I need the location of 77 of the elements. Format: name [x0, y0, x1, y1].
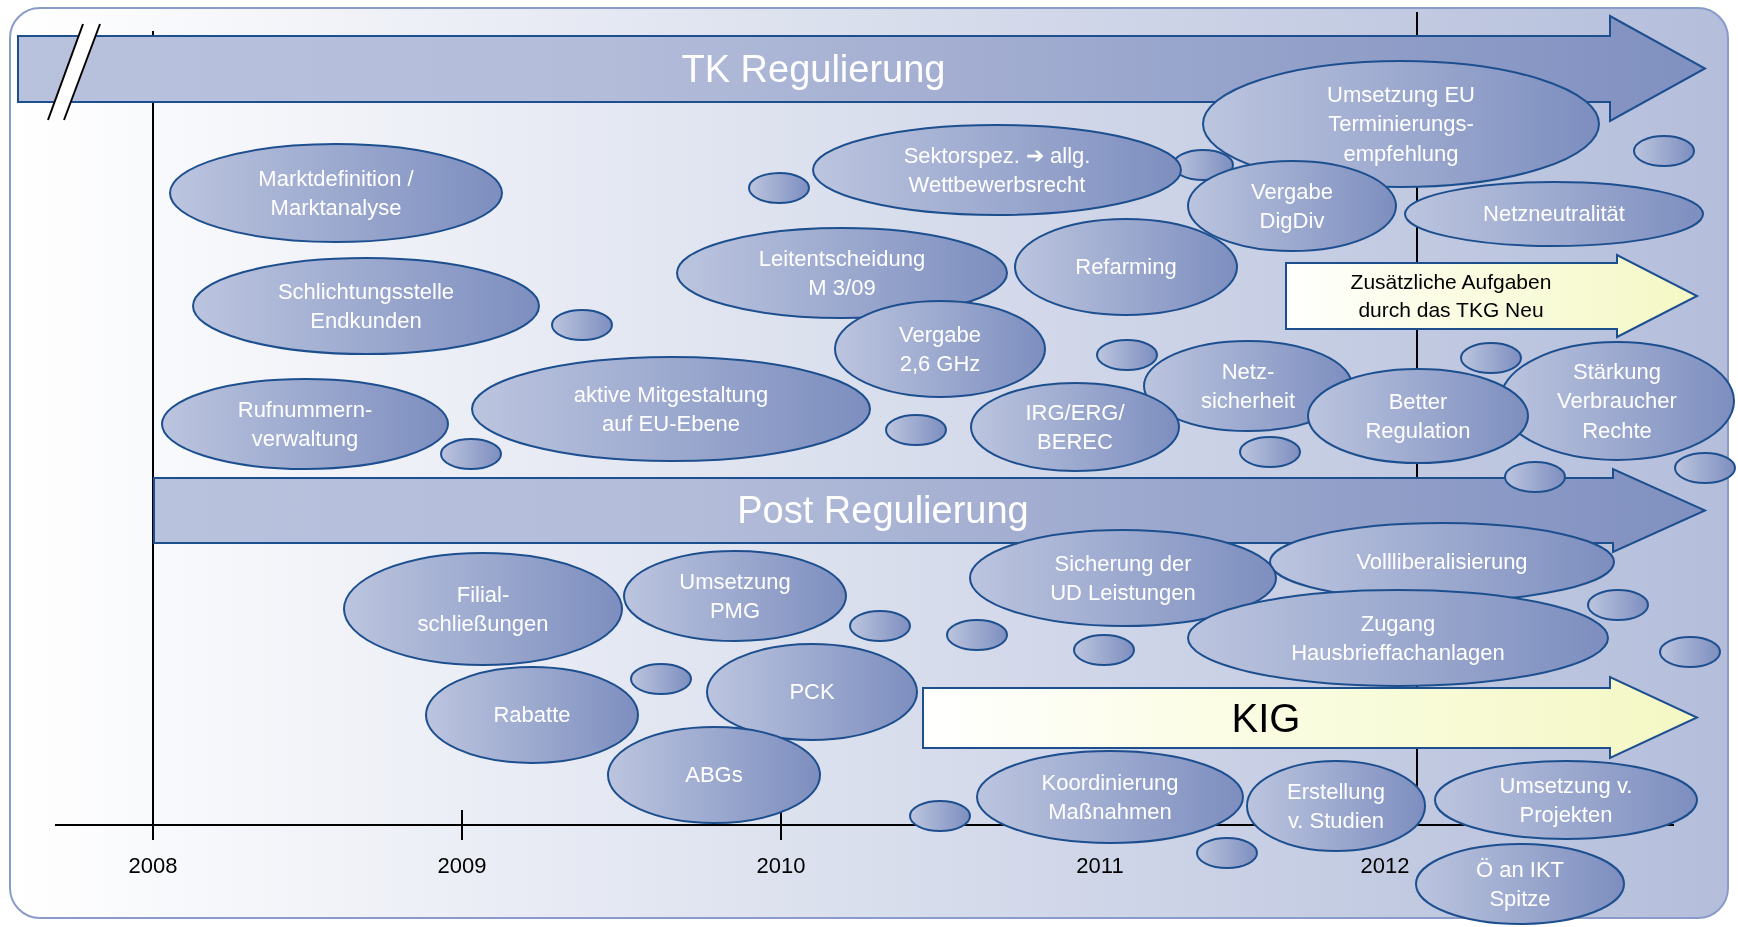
topic-ellipse [169, 143, 503, 243]
topic-text: Rabatte [493, 701, 571, 730]
topic-text: aktive Mitgestaltung auf EU-Ebene [572, 380, 770, 438]
topic-ellipse [161, 378, 449, 470]
topic-text: Stärkung Verbraucher Rechte [1556, 358, 1678, 445]
topic-ellipse [969, 529, 1277, 627]
small-ellipse [1587, 589, 1649, 621]
small-ellipse [1073, 634, 1135, 666]
topic-text: Rufnummern- verwaltung [236, 395, 374, 453]
topic-text: Leitentscheidung M 3/09 [757, 244, 927, 302]
topic-text: Filial- schließungen [416, 580, 550, 638]
small-ellipse [849, 610, 911, 642]
topic-text: Sektorspez. ➔ allg. Wettbewerbsrecht [902, 141, 1092, 199]
topic-ellipse [1404, 181, 1704, 247]
topic-text: Marktdefinition / Marktanalyse [257, 164, 415, 222]
topic-text: Umsetzung PMG [678, 567, 792, 625]
year-label: 2010 [756, 853, 806, 879]
topic-ellipse [1415, 843, 1625, 925]
small-ellipse [748, 172, 810, 204]
topic-ellipse [192, 257, 540, 355]
topic-text: PCK [789, 678, 835, 707]
small-ellipse [630, 663, 692, 695]
year-label: 2009 [437, 853, 487, 879]
topic-ellipse [970, 382, 1180, 472]
topic-text: Netz- sicherheit [1199, 357, 1297, 415]
topic-ellipse [1246, 760, 1426, 852]
topic-text: Koordinierung Maßnahmen [1040, 768, 1180, 826]
topic-text: Umsetzung v. Projekten [1498, 771, 1634, 829]
topic-ellipse [607, 726, 821, 824]
arrow-band [1285, 254, 1698, 338]
arrow-band [922, 676, 1698, 759]
topic-text: Refarming [1075, 253, 1177, 282]
year-label: 2012 [1360, 853, 1410, 879]
topic-ellipse [976, 750, 1244, 844]
small-ellipse [551, 309, 613, 341]
small-ellipse [1460, 342, 1522, 374]
small-ellipse [1674, 452, 1736, 484]
topic-text: Umsetzung EU Terminierungs- empfehlung [1326, 81, 1476, 168]
small-ellipse [1504, 461, 1566, 493]
band-title: Post Regulierung [737, 488, 1029, 534]
topic-text: Zugang Hausbrieffachanlagen [1290, 609, 1506, 667]
topic-text: Vergabe 2,6 GHz [898, 320, 982, 378]
small-ellipse [1196, 837, 1258, 869]
topic-ellipse [471, 356, 871, 462]
topic-text: IRG/ERG/ BEREC [1024, 398, 1126, 456]
topic-ellipse [1307, 368, 1529, 464]
topic-ellipse [676, 227, 1008, 319]
topic-ellipse [834, 300, 1046, 398]
topic-ellipse [343, 552, 623, 666]
topic-ellipse [812, 124, 1182, 216]
topic-text: Vergabe DigDiv [1250, 177, 1334, 235]
topic-text: Better Regulation [1364, 387, 1472, 445]
year-label: 2011 [1076, 853, 1124, 879]
small-ellipse [1659, 636, 1721, 668]
topic-text: Netzneutralität [1483, 200, 1625, 229]
topic-text: ABGs [685, 761, 743, 790]
topic-ellipse [1014, 218, 1238, 316]
small-ellipse [440, 438, 502, 470]
band-title: KIG [1231, 694, 1301, 742]
topic-ellipse [623, 550, 847, 642]
topic-text: Erstellung v. Studien [1286, 777, 1386, 835]
topic-text: Ö an IKT Spitze [1474, 855, 1565, 913]
band-title: Zusätzliche Aufgaben durch das TKG Neu [1349, 269, 1553, 323]
small-ellipse [1096, 339, 1158, 371]
topic-text: Sicherung der UD Leistungen [1049, 549, 1197, 607]
topic-text: Vollliberalisierung [1356, 548, 1528, 577]
small-ellipse [1239, 436, 1301, 468]
topic-ellipse [706, 643, 918, 741]
topic-text: Schlichtungsstelle Endkunden [276, 277, 456, 335]
topic-ellipse [1434, 760, 1698, 840]
small-ellipse [1633, 135, 1695, 167]
year-label: 2008 [128, 853, 178, 879]
small-ellipse [946, 619, 1008, 651]
topic-ellipse [425, 666, 639, 764]
small-ellipse [885, 414, 947, 446]
small-ellipse [909, 800, 971, 832]
band-title: TK Regulierung [681, 46, 946, 92]
